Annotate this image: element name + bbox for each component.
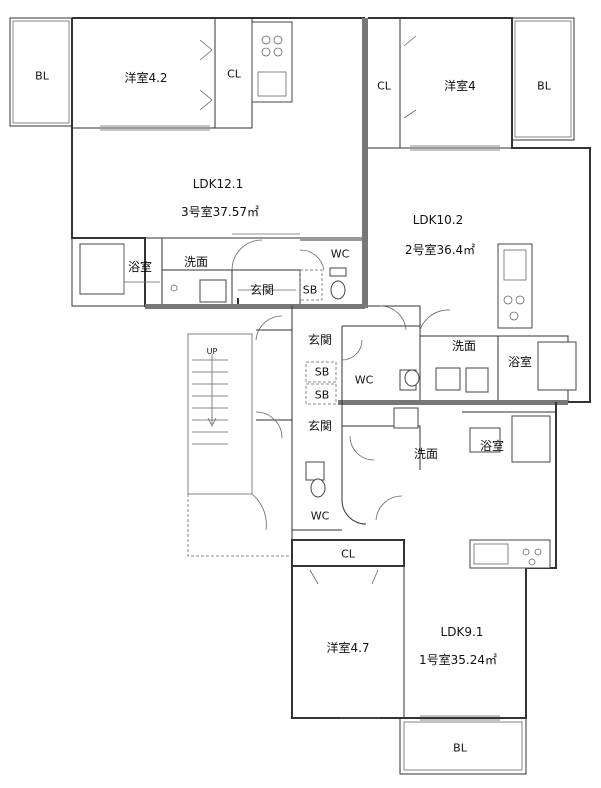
washroom-unit1-label: 洗面 (413, 447, 439, 461)
closet-unit1-label: CL (341, 547, 355, 561)
room-unit1-label: 洋室4.7 (326, 641, 370, 655)
toilet-unit1-label: WC (310, 509, 330, 523)
washroom-unit3-label: 洗面 (183, 255, 209, 269)
stairs-up-label: UP (206, 347, 218, 356)
washroom-unit2-label: 洗面 (451, 339, 477, 353)
bath-unit3-label: 浴室 (127, 260, 153, 274)
room-unit3-label: 洋室4.2 (124, 71, 168, 85)
toilet-unit2-label: WC (354, 373, 374, 387)
bath-unit1-label: 浴室 (479, 439, 505, 453)
unit3-area-label: 3号室37.57㎡ (181, 205, 259, 219)
unit1-area-label: 1号室35.24㎡ (419, 653, 497, 667)
ldk-unit1-label: LDK9.1 (440, 625, 484, 639)
closet-unit3-label: CL (227, 67, 241, 81)
shoebox-unit2-label: SB (314, 365, 330, 379)
unit2-outer-wall (368, 17, 591, 403)
shoebox-unit1-label: SB (314, 388, 330, 402)
bath-unit2-label: 浴室 (507, 355, 533, 369)
ldk-unit2-label: LDK10.2 (412, 213, 464, 227)
staircase-outline (187, 333, 253, 495)
unit1-outer-wall (291, 402, 557, 719)
party-wall-hatch (362, 18, 368, 308)
entrance-unit2-label: 玄関 (307, 333, 333, 347)
balcony-unit2-label: BL (537, 79, 551, 93)
entrance-unit3-label: 玄関 (249, 283, 275, 297)
ldk-unit3-label: LDK12.1 (192, 177, 244, 191)
balcony-unit1-outline (399, 717, 527, 775)
shoebox-unit3-label: SB (302, 283, 318, 297)
toilet-unit3-label: WC (330, 247, 350, 261)
balcony-unit3-label: BL (35, 69, 49, 83)
entrance-unit1-label: 玄関 (307, 419, 333, 433)
unit2-area-label: 2号室36.4㎡ (404, 243, 476, 257)
closet-unit2-label: CL (377, 79, 391, 93)
balcony-unit1-label: BL (453, 741, 467, 755)
room-unit2-label: 洋室4 (444, 79, 476, 93)
